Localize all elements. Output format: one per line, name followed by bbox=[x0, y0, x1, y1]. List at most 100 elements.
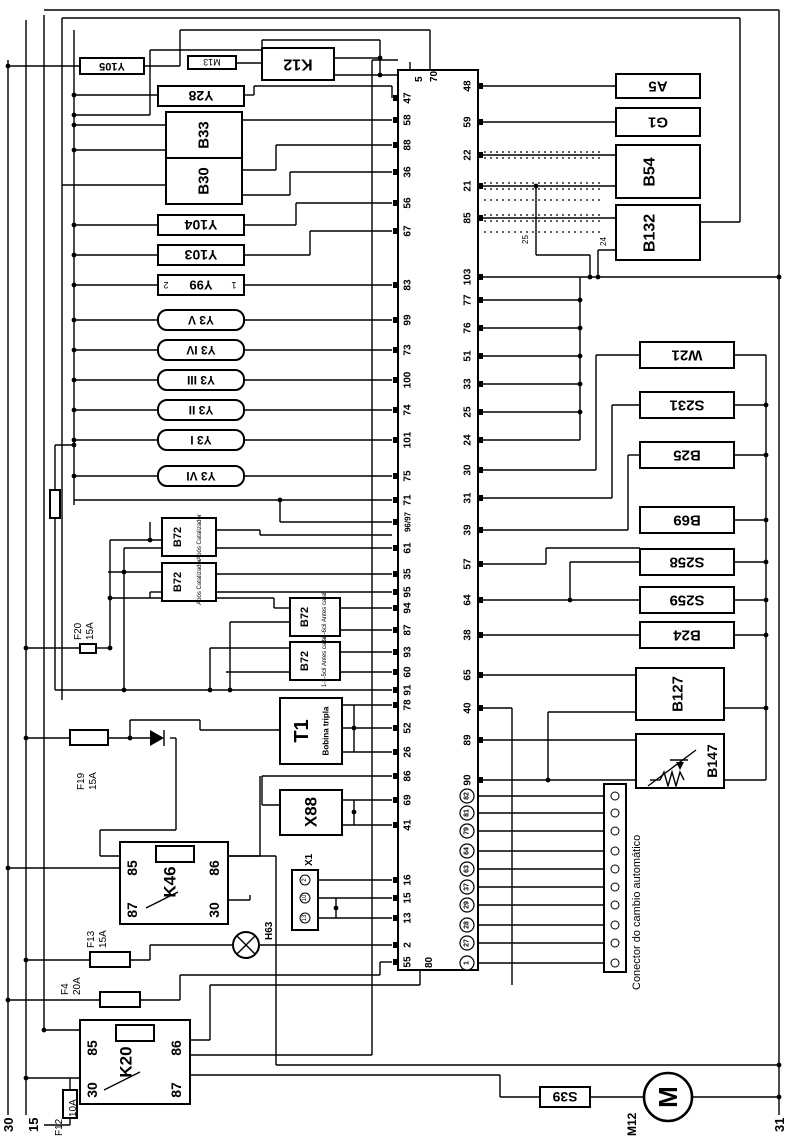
x1-pin-2: 2 bbox=[302, 878, 308, 882]
ecu-pin-right-31: 31 bbox=[463, 492, 474, 504]
x88-label: X88 bbox=[302, 797, 321, 827]
component-s39: S39 bbox=[539, 1086, 591, 1108]
y3-ii-label: Y3 II bbox=[189, 403, 214, 417]
component-b72-before-135: B72 1-3-5cil Antes catal. bbox=[289, 634, 341, 687]
ecu-terminal-left-8 bbox=[393, 347, 399, 353]
junction-dots bbox=[5, 55, 782, 1100]
wiring bbox=[7, 9, 780, 1126]
rail-15-label: 15 bbox=[26, 1118, 41, 1132]
ecu-terminal-right-14 bbox=[477, 527, 483, 533]
y99-pin1: 1 bbox=[231, 280, 236, 290]
ecu-pin-right-39: 39 bbox=[463, 524, 474, 536]
ecu-conn-pin-circle bbox=[459, 917, 475, 933]
ecu-pin-right-21: 21 bbox=[463, 180, 474, 192]
w21-label: W21 bbox=[672, 347, 703, 364]
ecu-pin-right-22: 22 bbox=[463, 149, 474, 161]
ecu-pin-100: 100 bbox=[403, 371, 414, 388]
fuse-f19: F19 15A bbox=[69, 729, 109, 790]
ecu-pin-right-90: 90 bbox=[463, 774, 474, 786]
fuse-f20: F20 15A bbox=[73, 622, 97, 654]
ecu-terminal-right-16 bbox=[477, 597, 483, 603]
f20-rating: 15A bbox=[85, 622, 96, 640]
ecu-pin-right-59: 59 bbox=[463, 116, 474, 128]
component-m13: M13 bbox=[187, 55, 237, 70]
component-b54: B54 bbox=[615, 144, 701, 199]
f12-label: F12 bbox=[54, 1118, 65, 1136]
ecu-pin-83: 83 bbox=[403, 279, 414, 291]
component-y3-vi: Y3 VI bbox=[157, 465, 245, 487]
ecu-pin-73: 73 bbox=[403, 344, 414, 356]
ecu-pin-78: 78 bbox=[403, 699, 414, 711]
component-b147: B147 bbox=[635, 733, 725, 789]
ecu-terminal-left-14 bbox=[393, 519, 399, 525]
ecu-terminal-right-7 bbox=[477, 325, 483, 331]
y3-vi-label: Y3 VI bbox=[186, 469, 215, 483]
component-s231: S231 bbox=[639, 391, 735, 419]
ecu-pin-86: 86 bbox=[403, 770, 414, 782]
f12-rating: 10A bbox=[68, 1099, 79, 1117]
y103-label: Y103 bbox=[184, 247, 217, 263]
connector-x1: 2 10 13 X1 bbox=[291, 853, 319, 931]
ecu-terminal-left-7 bbox=[393, 317, 399, 323]
ecu-conn-pin-28: 28 bbox=[464, 921, 471, 929]
ecu-pin-94: 94 bbox=[403, 602, 414, 614]
component-y105: Y105 bbox=[79, 57, 145, 75]
ecu-pin-88: 88 bbox=[403, 139, 414, 151]
ecu-terminal-right-13 bbox=[477, 495, 483, 501]
fuse-f4: F4 20A bbox=[60, 977, 141, 1008]
ecu-pin-87: 87 bbox=[403, 624, 414, 636]
k12-label: K12 bbox=[283, 56, 312, 73]
ecu-terminal-left-26 bbox=[393, 773, 399, 779]
ecu-pin-right-48: 48 bbox=[463, 80, 474, 92]
component-y104: Y104 bbox=[157, 214, 245, 236]
fuse-f12: F12 10A bbox=[54, 1089, 79, 1136]
k20-pin-85: 85 bbox=[84, 1040, 100, 1056]
resistor bbox=[49, 489, 61, 519]
ecu-pin-right-77: 77 bbox=[463, 294, 474, 306]
ecu-terminal-left-15 bbox=[393, 545, 399, 551]
y3-iii-label: Y3 III bbox=[187, 373, 215, 387]
ecu-pin-26: 26 bbox=[403, 746, 414, 758]
f4-rating: 20A bbox=[72, 977, 83, 995]
f19-rating: 15A bbox=[88, 772, 99, 790]
ecu-conn-pin-circle bbox=[459, 897, 475, 913]
ecu-terminal-left-4 bbox=[393, 200, 399, 206]
b69-label: B69 bbox=[673, 512, 701, 529]
ecu-terminal-left-20 bbox=[393, 649, 399, 655]
b72-b-label: B72 bbox=[172, 572, 184, 592]
y3-iv-label: Y3 IV bbox=[186, 343, 215, 357]
auto-trans-label: Conector do cambio automático bbox=[631, 835, 643, 990]
m12-symbol: M bbox=[653, 1086, 683, 1108]
f13-rating: 15A bbox=[98, 930, 109, 948]
ecu-conn-pin-63: 63 bbox=[464, 865, 471, 873]
k46-pin-87: 87 bbox=[124, 902, 140, 918]
component-b33: B33 bbox=[165, 111, 243, 159]
t1-label: T1 bbox=[291, 719, 313, 742]
k20-pin-86: 86 bbox=[168, 1040, 184, 1056]
component-s258: S258 bbox=[639, 548, 735, 576]
ecu-terminal-left-13 bbox=[393, 497, 399, 503]
ecu-terminal-left-3 bbox=[393, 169, 399, 175]
ecu-terminal-right-18 bbox=[477, 672, 483, 678]
ecu-pin-36: 36 bbox=[403, 166, 414, 178]
component-a5: A5 bbox=[615, 73, 701, 99]
ecu-conn-pin-circle bbox=[459, 955, 475, 971]
component-y3-i: Y3 I bbox=[157, 429, 245, 451]
ecu-terminal-left-17 bbox=[393, 589, 399, 595]
ecu-left-pins: 47588836566783997310074101757196/9761359… bbox=[393, 92, 414, 968]
ecu-pin-75: 75 bbox=[403, 470, 414, 482]
ecu-conn-pin-79: 79 bbox=[464, 827, 471, 835]
s39-label: S39 bbox=[552, 1089, 577, 1105]
component-b127: B127 bbox=[635, 667, 725, 721]
b127-label: B127 bbox=[670, 676, 687, 712]
relay-k46: K46 85 86 87 30 bbox=[119, 841, 229, 925]
component-b69: B69 bbox=[639, 506, 735, 534]
ecu-pin-55: 55 bbox=[403, 956, 414, 968]
f4-label: F4 bbox=[60, 983, 71, 995]
ecu-terminal-left-12 bbox=[393, 473, 399, 479]
k46-pin-30: 30 bbox=[206, 902, 222, 918]
ecu-conn-pin-81: 81 bbox=[464, 809, 471, 817]
ecu-pin-101: 101 bbox=[403, 431, 414, 448]
